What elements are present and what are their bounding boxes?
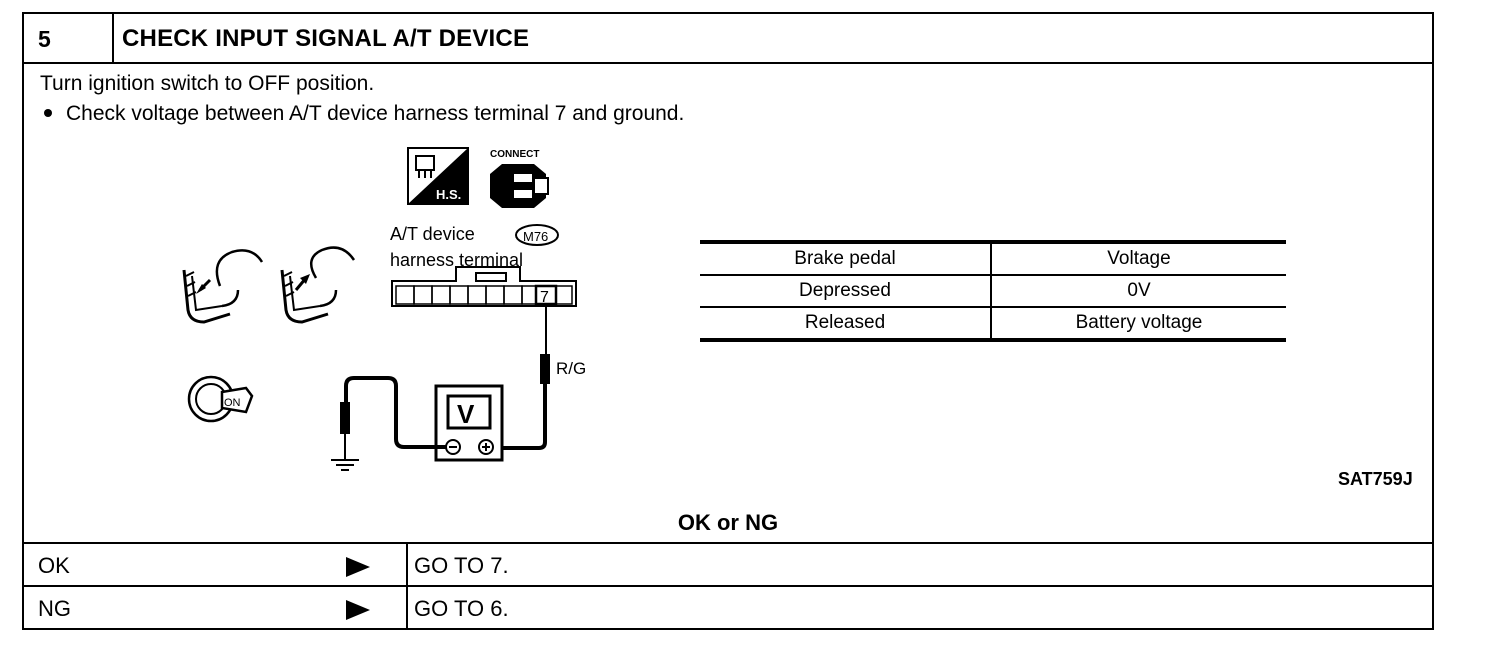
brake-pedal-depressed-icon bbox=[182, 249, 264, 324]
result-row-ok: OK GO TO 7. bbox=[24, 542, 1432, 585]
table-header-row: Brake pedal Voltage bbox=[700, 240, 1286, 276]
arrow-right-icon bbox=[346, 557, 370, 577]
result-action: GO TO 7. bbox=[414, 553, 509, 578]
harness-terminal-label: harness terminal bbox=[390, 250, 524, 270]
result-question: OK or NG bbox=[677, 510, 779, 535]
figure-code: SAT759J bbox=[1338, 469, 1413, 489]
connector-code-badge bbox=[515, 224, 559, 246]
ground-icon bbox=[331, 459, 359, 471]
ignition-key-icon bbox=[187, 375, 254, 423]
connector-plug-icon bbox=[490, 164, 549, 208]
wiring-diagram: H.S. CONNECT 7 M76 bbox=[182, 147, 586, 471]
bullet-dot bbox=[44, 109, 52, 117]
step-title: CHECK INPUT SIGNAL A/T DEVICE bbox=[122, 25, 530, 52]
table-cell: Depressed bbox=[700, 275, 992, 308]
table-cell: 0V bbox=[991, 275, 1286, 308]
instruction-bullet: Check voltage between A/T device harness… bbox=[40, 102, 684, 126]
procedure-sheet: 5 CHECK INPUT SIGNAL A/T DEVICE Turn ign… bbox=[22, 12, 1434, 630]
brake-pedal-released-icon bbox=[280, 246, 356, 324]
step-header: 5 CHECK INPUT SIGNAL A/T DEVICE bbox=[24, 14, 1432, 64]
harness-disconnect-icon bbox=[407, 147, 469, 205]
result-label: OK bbox=[38, 553, 70, 578]
step-number: 5 bbox=[38, 26, 51, 52]
table-row: Depressed 0V bbox=[700, 275, 1286, 308]
arrow-right-icon bbox=[346, 600, 370, 620]
result-action: GO TO 6. bbox=[414, 596, 509, 621]
harness-connector-icon bbox=[391, 266, 577, 307]
table-cell: Released bbox=[700, 307, 992, 342]
hs-label: H.S. bbox=[436, 187, 461, 202]
instruction-line: Turn ignition switch to OFF position. bbox=[40, 72, 375, 95]
column-divider bbox=[406, 587, 408, 628]
ignition-on-label: ON bbox=[224, 397, 241, 409]
connector-code: M76 bbox=[523, 229, 548, 244]
terminal-number: 7 bbox=[540, 289, 549, 306]
connect-label: CONNECT bbox=[490, 149, 539, 160]
table-cell: Battery voltage bbox=[991, 307, 1286, 342]
table-header-cell: Brake pedal bbox=[700, 240, 992, 276]
voltage-spec-table: Brake pedal Voltage Depressed 0V Release… bbox=[700, 240, 1286, 342]
column-divider bbox=[406, 544, 408, 585]
table-row: Released Battery voltage bbox=[700, 307, 1286, 342]
result-row-ng: NG GO TO 6. bbox=[24, 585, 1432, 628]
positive-probe bbox=[488, 306, 550, 450]
meter-label: V bbox=[457, 399, 475, 429]
instruction-bullet-text: Check voltage between A/T device harness… bbox=[66, 102, 685, 125]
table-header-cell: Voltage bbox=[991, 240, 1286, 276]
negative-probe bbox=[340, 376, 446, 460]
voltmeter-icon bbox=[434, 384, 504, 462]
header-divider bbox=[112, 14, 114, 62]
device-label: A/T device bbox=[390, 224, 475, 244]
result-label: NG bbox=[38, 596, 71, 621]
wire-color-label: R/G bbox=[556, 359, 586, 378]
